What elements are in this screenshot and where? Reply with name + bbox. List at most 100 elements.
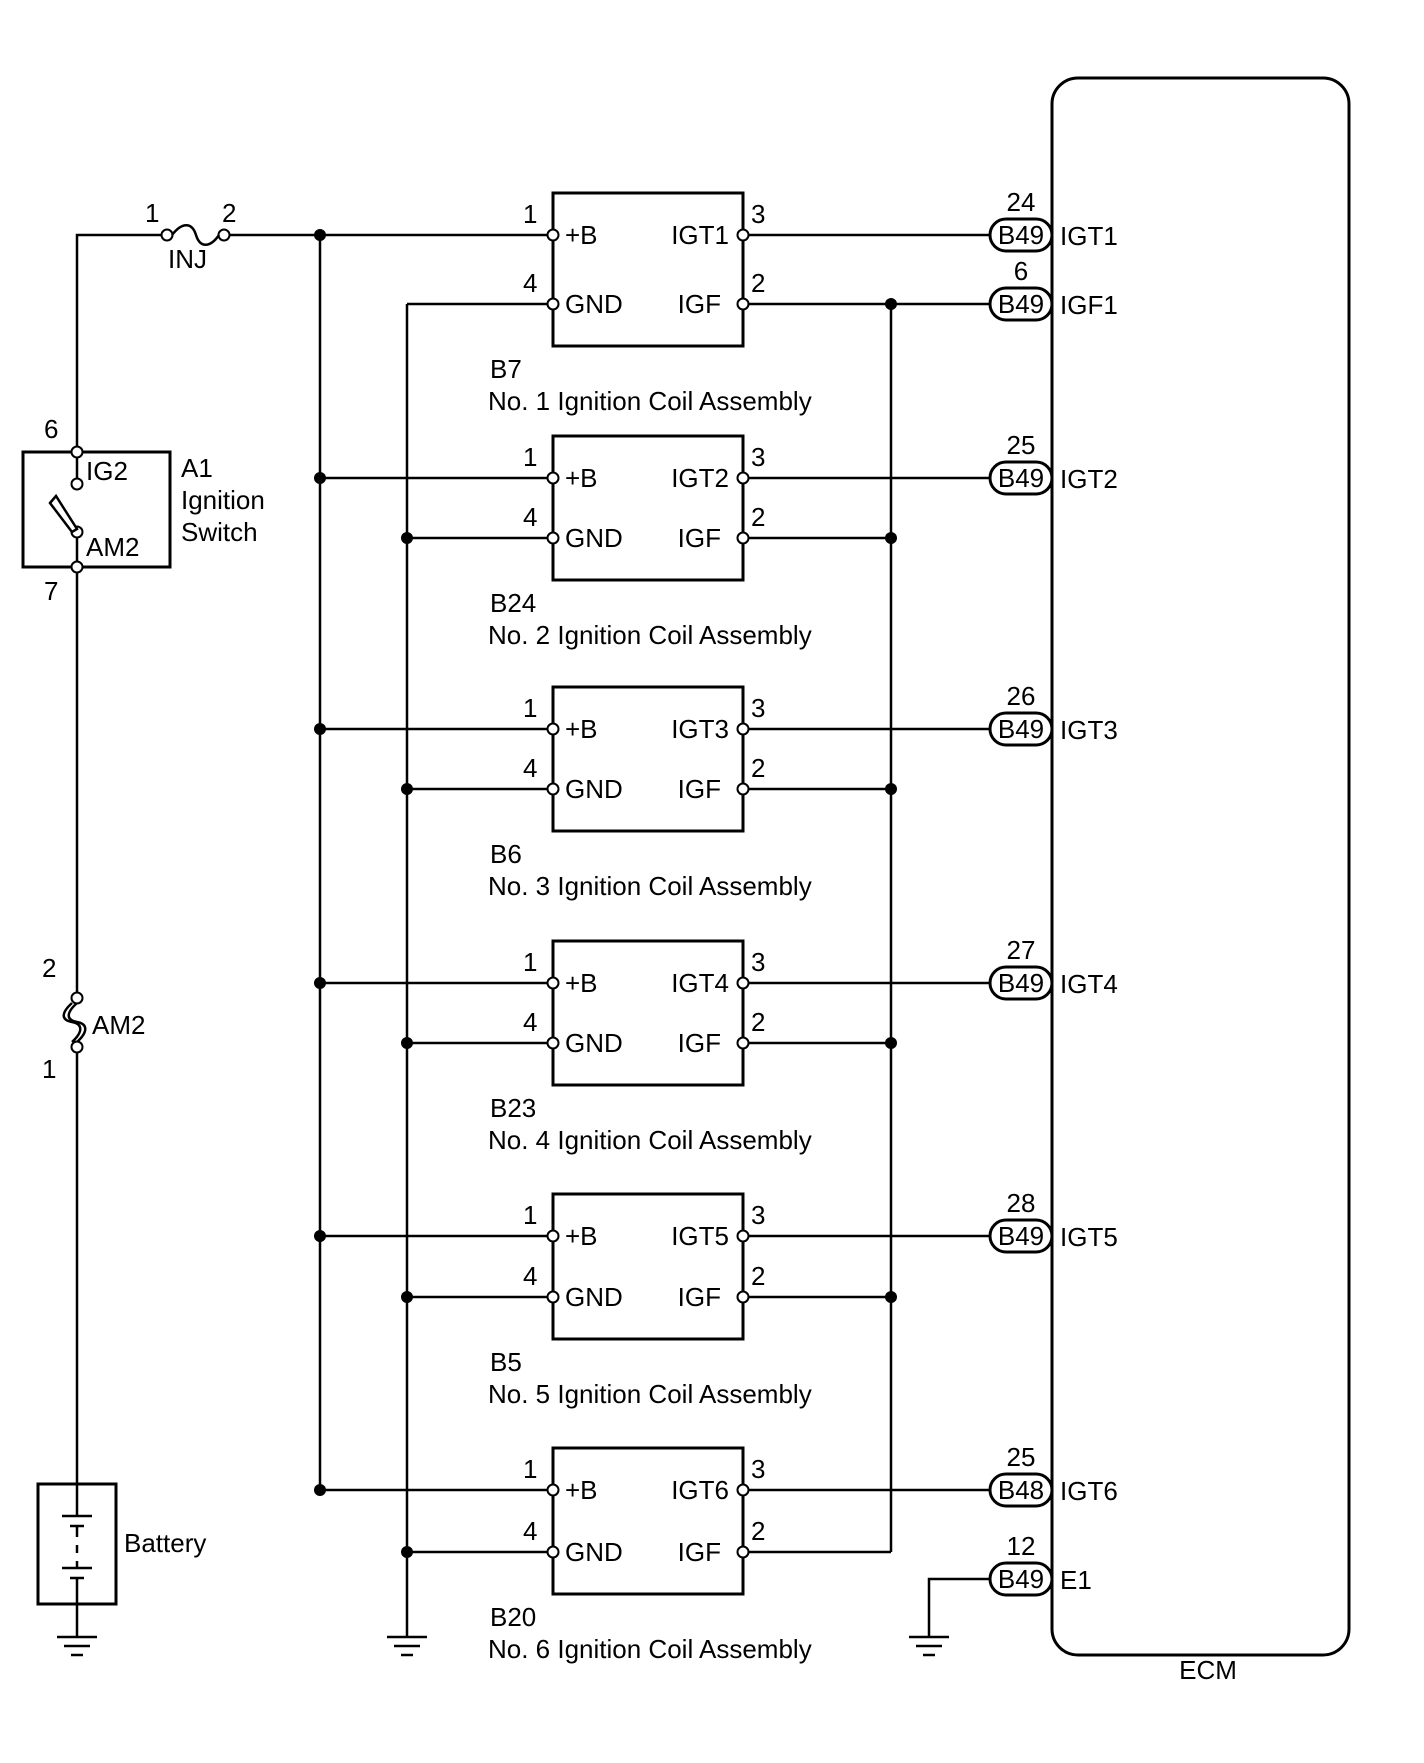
connector-code: B49	[998, 1564, 1044, 1594]
connector-oval	[988, 217, 1054, 253]
coil-pin	[736, 531, 750, 545]
ecm-terminal-name: E1	[1060, 1565, 1092, 1595]
connector-oval	[988, 1472, 1054, 1508]
coil-code: B23	[490, 1093, 536, 1123]
connector-code: B48	[998, 1475, 1044, 1505]
ecm-terminal-name: IGT2	[1060, 464, 1118, 494]
ecm-box	[1050, 76, 1351, 1657]
ecm-terminal-name: IGT6	[1060, 1476, 1118, 1506]
coil-pin-number: 3	[751, 1454, 765, 1484]
battery-icon	[36, 1482, 118, 1606]
switch-pin-top: 6	[44, 414, 58, 444]
ground-icon	[909, 1577, 990, 1657]
coil-pin-number: 4	[523, 268, 537, 298]
coil-pin-number: 1	[523, 1454, 537, 1484]
coil-name: No. 5 Ignition Coil Assembly	[488, 1379, 812, 1409]
coil-pin	[736, 722, 750, 736]
coil-pin-number: 4	[523, 753, 537, 783]
am2-pin-top: 2	[42, 953, 56, 983]
coil-pin	[546, 1036, 560, 1050]
coil-name: No. 1 Ignition Coil Assembly	[488, 386, 812, 416]
coil-terminal-igf: IGF	[678, 289, 721, 319]
coil-pin-number: 1	[523, 693, 537, 723]
coil-pin	[736, 976, 750, 990]
switch-terminal-am2: AM2	[86, 532, 139, 562]
inj-fuse-label: INJ	[168, 244, 207, 274]
junction-dot	[885, 783, 897, 795]
junction-dot	[401, 783, 413, 795]
ecm-terminal-name: IGT3	[1060, 715, 1118, 745]
coil-pin-number: 3	[751, 693, 765, 723]
coil-name: No. 3 Ignition Coil Assembly	[488, 871, 812, 901]
connector-code: B49	[998, 289, 1044, 319]
coil-terminal-igt: IGT6	[671, 1475, 729, 1505]
coil-terminal-power: +B	[565, 714, 598, 744]
coil-box	[551, 191, 745, 348]
switch-code: A1	[181, 453, 213, 483]
connector-pin-number: 6	[1014, 256, 1028, 286]
coil-terminal-ground: GND	[565, 289, 623, 319]
coil-pin	[736, 1036, 750, 1050]
junction-dot	[401, 1037, 413, 1049]
coil-code: B7	[490, 354, 522, 384]
coil-pin	[546, 1545, 560, 1559]
coil-pin-number: 3	[751, 1200, 765, 1230]
coil-pin-number: 1	[523, 1200, 537, 1230]
ground-icon	[57, 1635, 97, 1657]
coil-pin-number: 2	[751, 268, 765, 298]
coil-terminal-ground: GND	[565, 523, 623, 553]
coil-terminal-ground: GND	[565, 774, 623, 804]
coil-terminal-igt: IGT1	[671, 220, 729, 250]
coil-terminal-igf: IGF	[678, 523, 721, 553]
junction-dot	[885, 1291, 897, 1303]
switch-name-line2: Switch	[181, 517, 258, 547]
coil-pin-number: 2	[751, 1007, 765, 1037]
coil-pin	[736, 782, 750, 796]
coil-box	[551, 685, 745, 833]
inj-pin-out: 2	[222, 198, 236, 228]
connector-oval	[988, 1561, 1054, 1597]
coil-pin	[546, 531, 560, 545]
coil-terminal-igt: IGT4	[671, 968, 729, 998]
coil-pin	[736, 228, 750, 242]
inj-fuse: 1 2 INJ	[145, 198, 236, 274]
coil-pin	[736, 1290, 750, 1304]
coil-pin	[546, 297, 560, 311]
junction-dot	[314, 977, 326, 989]
coil-terminal-igt: IGT2	[671, 463, 729, 493]
junction-dot	[885, 532, 897, 544]
junction-dot	[401, 1546, 413, 1558]
coil-name: No. 6 Ignition Coil Assembly	[488, 1634, 812, 1664]
coil-terminal-power: +B	[565, 463, 598, 493]
switch-name-line1: Ignition	[181, 485, 265, 515]
coil-terminal-power: +B	[565, 1221, 598, 1251]
junction-dot	[314, 1484, 326, 1496]
connector-code: B49	[998, 714, 1044, 744]
connector-pin-number: 12	[1007, 1531, 1036, 1561]
junction-dot	[314, 472, 326, 484]
coil-pin-number: 1	[523, 199, 537, 229]
coil-pin	[736, 297, 750, 311]
connector-pin-number: 25	[1007, 430, 1036, 460]
switch-terminal-ig2: IG2	[86, 456, 128, 486]
ecm-terminal-name: IGF1	[1060, 290, 1118, 320]
junction-dot	[401, 532, 413, 544]
coil-terminal-ground: GND	[565, 1028, 623, 1058]
coil-terminal-igf: IGF	[678, 1537, 721, 1567]
switch-pin-bottom: 7	[44, 576, 58, 606]
coil-terminal-igt: IGT5	[671, 1221, 729, 1251]
connector-code: B49	[998, 463, 1044, 493]
connector-code: B49	[998, 220, 1044, 250]
coil-pin-number: 4	[523, 502, 537, 532]
ignition-switch: 6 7 IG2 AM2 A1 Ignition Switch	[21, 414, 265, 606]
ground-icon	[387, 304, 427, 1657]
coil-pin	[736, 1229, 750, 1243]
coil-box	[551, 939, 745, 1087]
coil-pin	[736, 1483, 750, 1497]
